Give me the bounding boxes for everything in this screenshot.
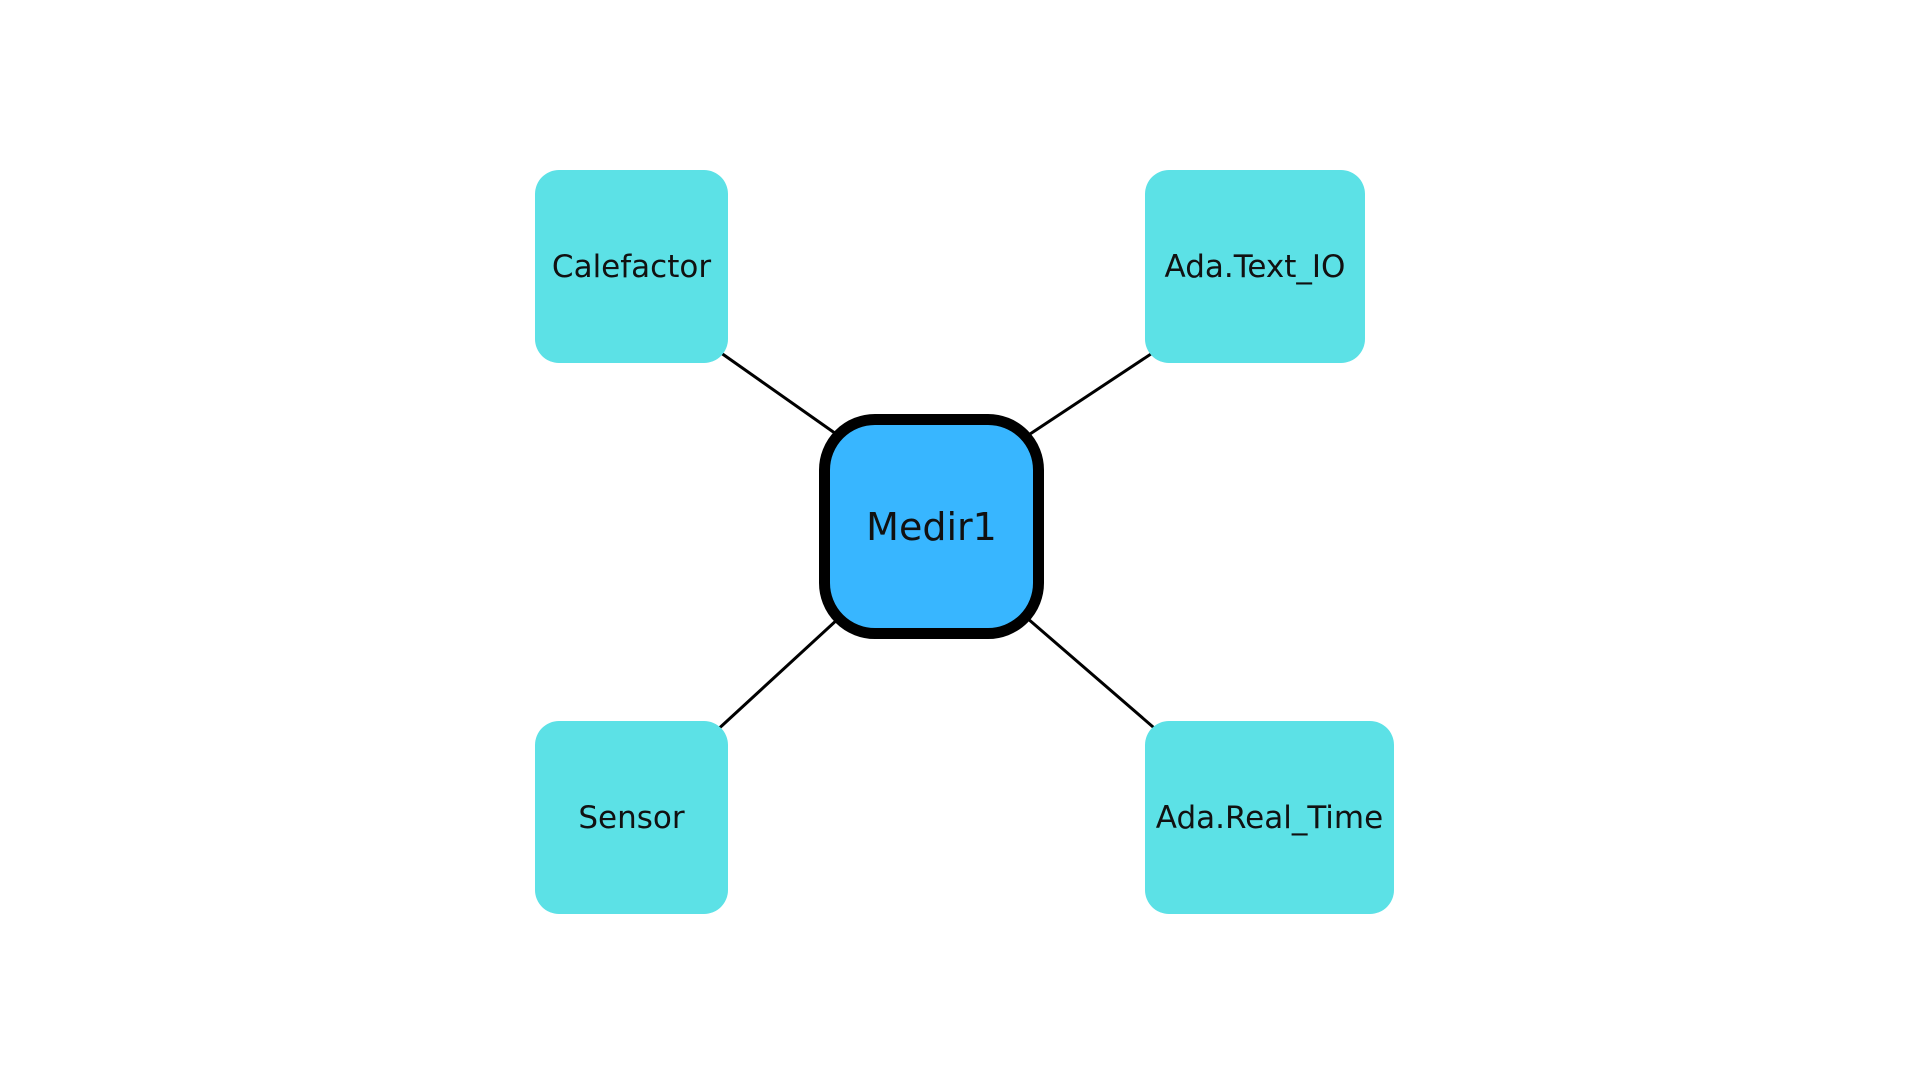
node-calefactor[interactable]: Calefactor — [535, 170, 728, 363]
node-label: Ada.Text_IO — [1164, 248, 1346, 285]
node-ada-text-io[interactable]: Ada.Text_IO — [1145, 170, 1365, 363]
edge-center-calefactor — [713, 346, 840, 438]
edge-center-textio — [1026, 346, 1161, 438]
node-label: Ada.Real_Time — [1155, 799, 1384, 836]
node-label: Sensor — [578, 799, 685, 836]
edge-center-realtime — [1026, 616, 1161, 735]
edge-center-sensor — [712, 616, 841, 735]
center-node-label: Medir1 — [866, 504, 997, 549]
node-sensor[interactable]: Sensor — [535, 721, 728, 914]
node-medir1-center[interactable]: Medir1 — [819, 414, 1044, 639]
node-ada-real-time[interactable]: Ada.Real_Time — [1145, 721, 1394, 914]
node-label: Calefactor — [551, 248, 712, 285]
